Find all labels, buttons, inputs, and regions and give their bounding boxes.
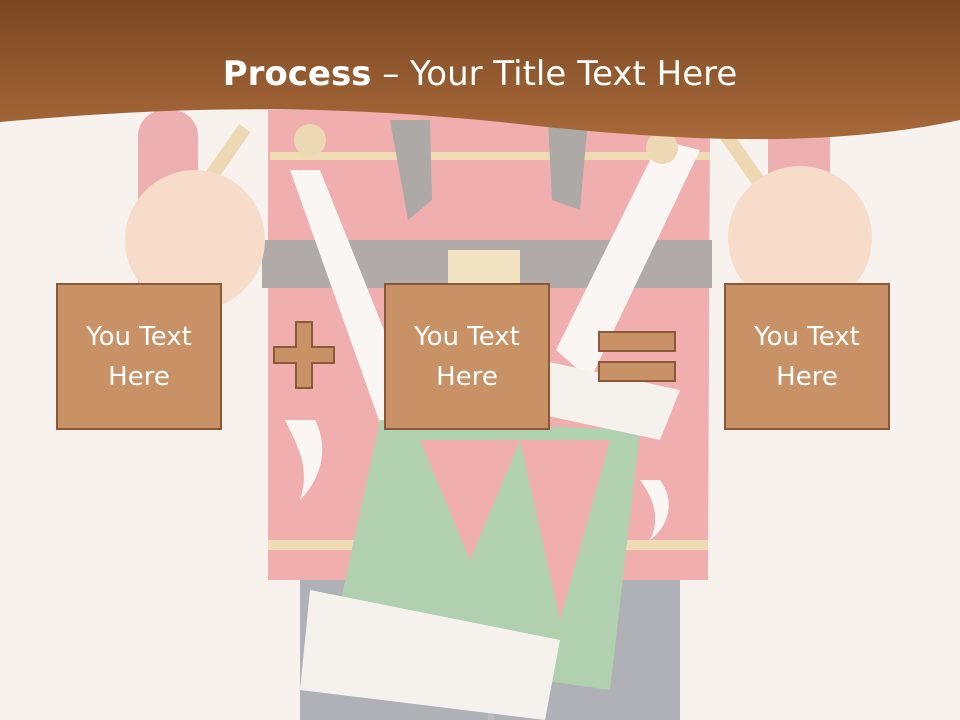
title-bold: Process [222, 54, 372, 94]
equals-icon [598, 331, 676, 382]
title-rest: – Your Title Text Here [371, 54, 738, 94]
slide-title: Process – Your Title Text Here [0, 52, 960, 96]
text-box-2[interactable]: You Text Here [384, 283, 550, 430]
text-box-3-label: You Text Here [754, 321, 860, 392]
text-box-3[interactable]: You Text Here [724, 283, 890, 430]
text-box-1-label: You Text Here [86, 321, 192, 392]
text-box-1[interactable]: You Text Here [56, 283, 222, 430]
plus-icon [273, 321, 335, 389]
header-band [0, 0, 960, 140]
text-box-2-label: You Text Here [414, 321, 520, 392]
